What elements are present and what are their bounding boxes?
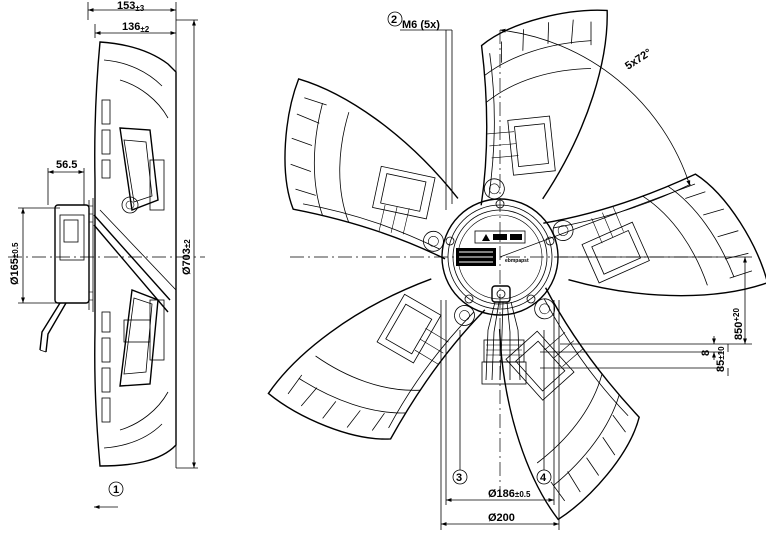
front-view bbox=[263, 0, 766, 530]
dim-rotor-diameter: Ø200 bbox=[488, 512, 515, 524]
dim-cable-length: 850+20 bbox=[732, 308, 745, 340]
dim-56-5: 56.5 bbox=[56, 159, 77, 171]
dim-153: 153±3 bbox=[117, 0, 145, 13]
side-view bbox=[8, 2, 205, 509]
callout-1: 1 bbox=[113, 484, 119, 496]
thread-label: M6 (5x) bbox=[402, 19, 440, 31]
dim-136: 136±2 bbox=[122, 21, 150, 34]
brand-label: ebmpapst bbox=[505, 258, 529, 264]
dim-sleeve-length: 85±10 bbox=[715, 346, 727, 372]
dim-blade-spacing: 5x72° bbox=[623, 47, 654, 73]
warning-label bbox=[474, 230, 526, 244]
dim-hole-pattern: Ø186±0.5 bbox=[488, 488, 531, 500]
dim-strip-length: 8 bbox=[700, 350, 712, 356]
dim-motor-diameter: Ø165±0.5 bbox=[9, 242, 21, 285]
cable-gland bbox=[491, 285, 511, 303]
callout-2: 2 bbox=[391, 14, 397, 26]
callout-4: 4 bbox=[540, 472, 547, 484]
dim-impeller-diameter: Ø703±2 bbox=[181, 239, 193, 275]
callout-3: 3 bbox=[456, 472, 462, 484]
